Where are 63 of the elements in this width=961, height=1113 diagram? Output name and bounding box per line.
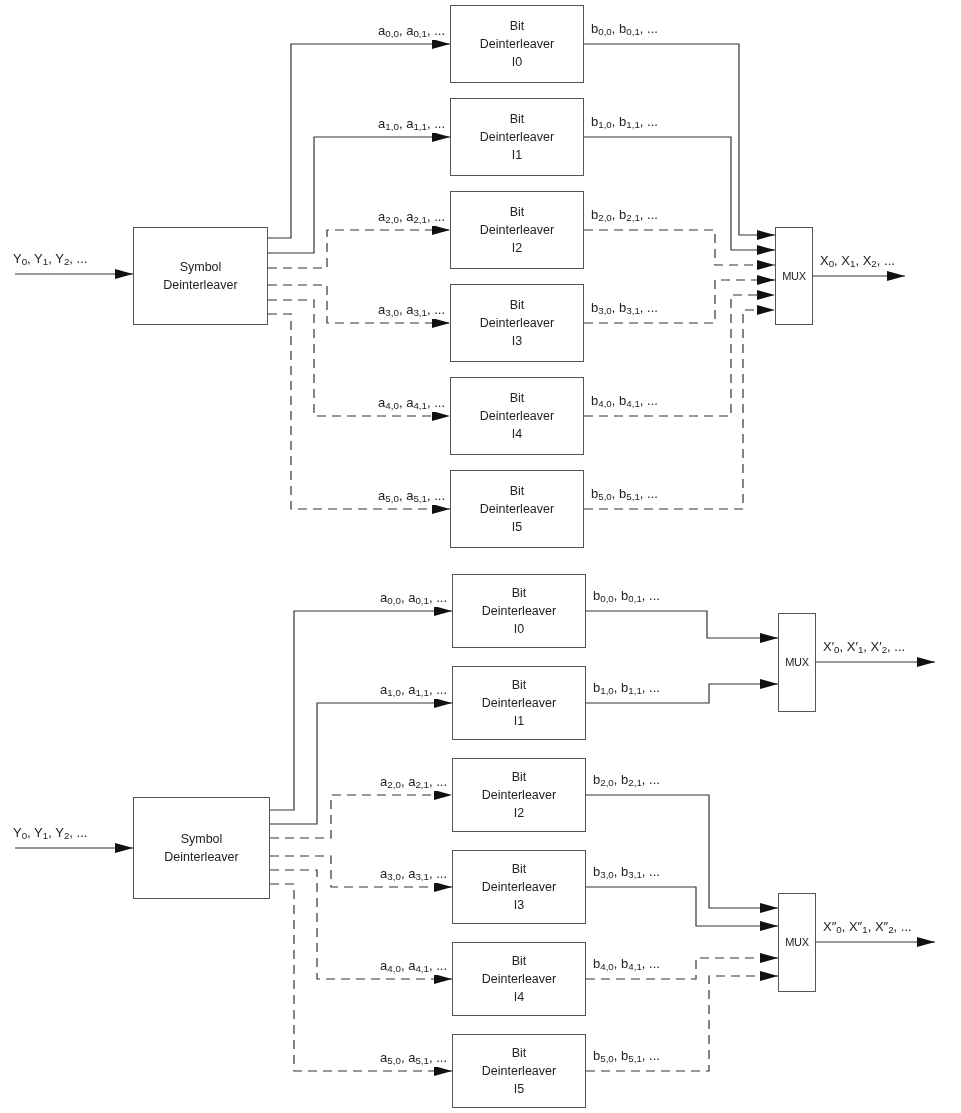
arrow: [269, 606, 453, 811]
box-label: Bit Deinterleaver I1: [480, 676, 558, 731]
box-label: Bit Deinterleaver I3: [478, 296, 556, 351]
bit-deinterleaver-box: [450, 98, 584, 176]
arrow: [267, 225, 451, 269]
arrow: [269, 883, 453, 1076]
arrow: [585, 610, 779, 643]
arrow: [269, 790, 453, 839]
box-label: Bit Deinterleaver I4: [478, 389, 556, 444]
arrow: [269, 855, 453, 892]
bit-deinterleaver-box: [452, 758, 586, 832]
arrow: [267, 284, 451, 328]
arrow: [267, 313, 451, 514]
box-label: MUX: [784, 655, 810, 671]
multiplexer-box: [778, 893, 816, 992]
arrow: [14, 843, 134, 853]
box-label: Bit Deinterleaver I5: [480, 1044, 558, 1099]
box-label: Bit Deinterleaver I3: [480, 860, 558, 915]
arrow: [585, 971, 779, 1072]
bit-deinterleaver-box: [452, 574, 586, 648]
symbol-deinterleaver-box: [133, 227, 268, 325]
box-label: Symbol Deinterleaver: [163, 830, 240, 866]
bit-deinterleaver-box: [452, 1034, 586, 1108]
arrow: [583, 305, 776, 510]
box-label: Bit Deinterleaver I5: [478, 482, 556, 537]
bit-deinterleaver-box: [450, 191, 584, 269]
box-label: Bit Deinterleaver I0: [480, 584, 558, 639]
arrow: [812, 271, 906, 281]
box-label: Bit Deinterleaver I1: [478, 110, 556, 165]
arrow: [815, 657, 936, 667]
arrow: [267, 39, 451, 239]
arrow: [583, 290, 776, 417]
box-label: MUX: [784, 935, 810, 951]
box-label: Bit Deinterleaver I2: [478, 203, 556, 258]
multiplexer-box: [775, 227, 813, 325]
bit-deinterleaver-box: [452, 666, 586, 740]
arrow: [269, 869, 453, 984]
bit-deinterleaver-box: [450, 377, 584, 455]
box-label: Symbol Deinterleaver: [162, 258, 239, 294]
arrow: [815, 937, 936, 947]
bit-deinterleaver-box: [450, 470, 584, 548]
box-label: Bit Deinterleaver I2: [480, 768, 558, 823]
bit-deinterleaver-box: [452, 942, 586, 1016]
symbol-deinterleaver-box: [133, 797, 270, 899]
arrow: [585, 886, 779, 931]
arrow: [269, 698, 453, 825]
arrow: [585, 953, 779, 980]
bit-deinterleaver-box: [450, 284, 584, 362]
arrow: [585, 794, 779, 913]
arrow: [585, 679, 779, 704]
arrow: [583, 229, 776, 270]
box-label: MUX: [781, 268, 807, 284]
arrow: [267, 299, 451, 421]
box-label: Bit Deinterleaver I4: [480, 952, 558, 1007]
multiplexer-box: [778, 613, 816, 712]
arrow: [583, 136, 776, 255]
arrow: [14, 269, 134, 279]
bit-deinterleaver-box: [450, 5, 584, 83]
arrow: [267, 132, 451, 254]
arrow: [583, 43, 776, 240]
bit-deinterleaver-box: [452, 850, 586, 924]
arrow: [583, 275, 776, 324]
box-label: Bit Deinterleaver I0: [478, 17, 556, 72]
